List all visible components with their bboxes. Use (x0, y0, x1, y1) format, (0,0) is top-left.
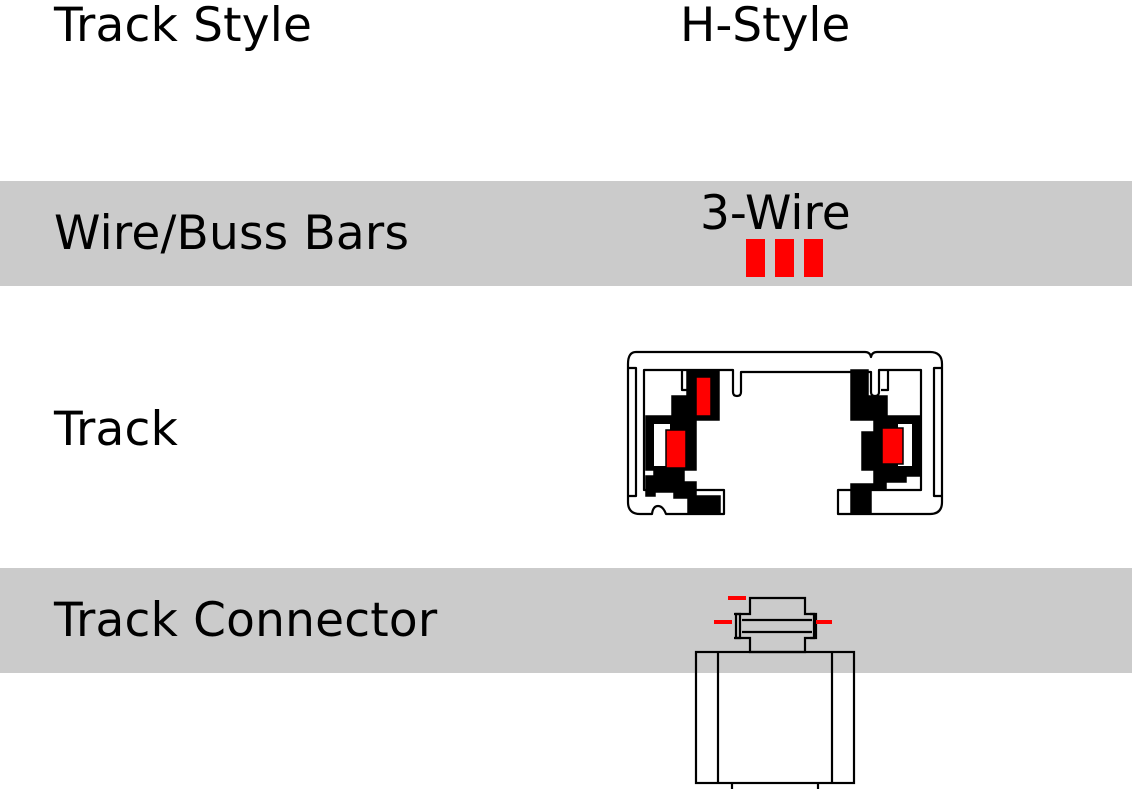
track-style-label: Track Style (54, 0, 313, 53)
track-connector-label: Track Connector (54, 593, 438, 648)
bus-bar-3 (804, 239, 823, 277)
track-cross-section-icon (626, 350, 944, 516)
row-band-connector (0, 568, 1132, 673)
track-label: Track (54, 402, 178, 457)
track-connector-icon (694, 596, 856, 789)
wire-buss-bars-label: Wire/Buss Bars (54, 206, 410, 261)
bus-bar-2 (775, 239, 794, 277)
three-red-bars-icon (746, 239, 824, 277)
wire-buss-bars-value: 3-Wire (700, 186, 851, 241)
bus-bar-1 (746, 239, 765, 277)
track-style-value: H-Style (680, 0, 851, 53)
row-band-wire (0, 181, 1132, 286)
